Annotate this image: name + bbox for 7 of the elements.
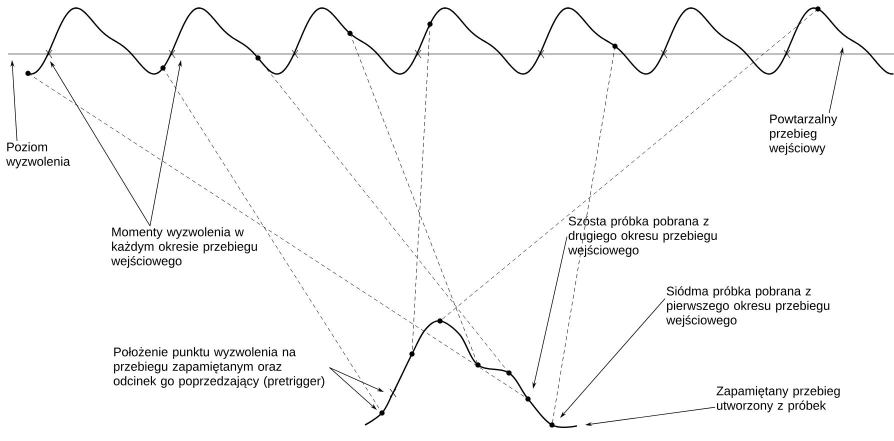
- callout-text: Zapamiętany przebieg utworzony z próbek: [716, 386, 840, 412]
- callout-text: Poziom wyzwolenia: [6, 142, 70, 168]
- callout-text: Szósta próbka pobrana z drugiego okresu przebiegu wejściowego: [568, 216, 717, 257]
- callout-text: Momenty wyzwolenia w każdym okresie przebiegu wejściowego: [111, 227, 257, 268]
- callout-text: Położenie punktu wyzwolenia na przebiegu zapamiętanym oraz odcinek go poprzedzający (pretrigger): [114, 347, 324, 388]
- callout-text: Powtarzalny przebieg wejściowy: [769, 114, 838, 155]
- callout-text: Siódma próbka pobrana z pierwszego okresu przebiegu wejściowego: [666, 286, 830, 327]
